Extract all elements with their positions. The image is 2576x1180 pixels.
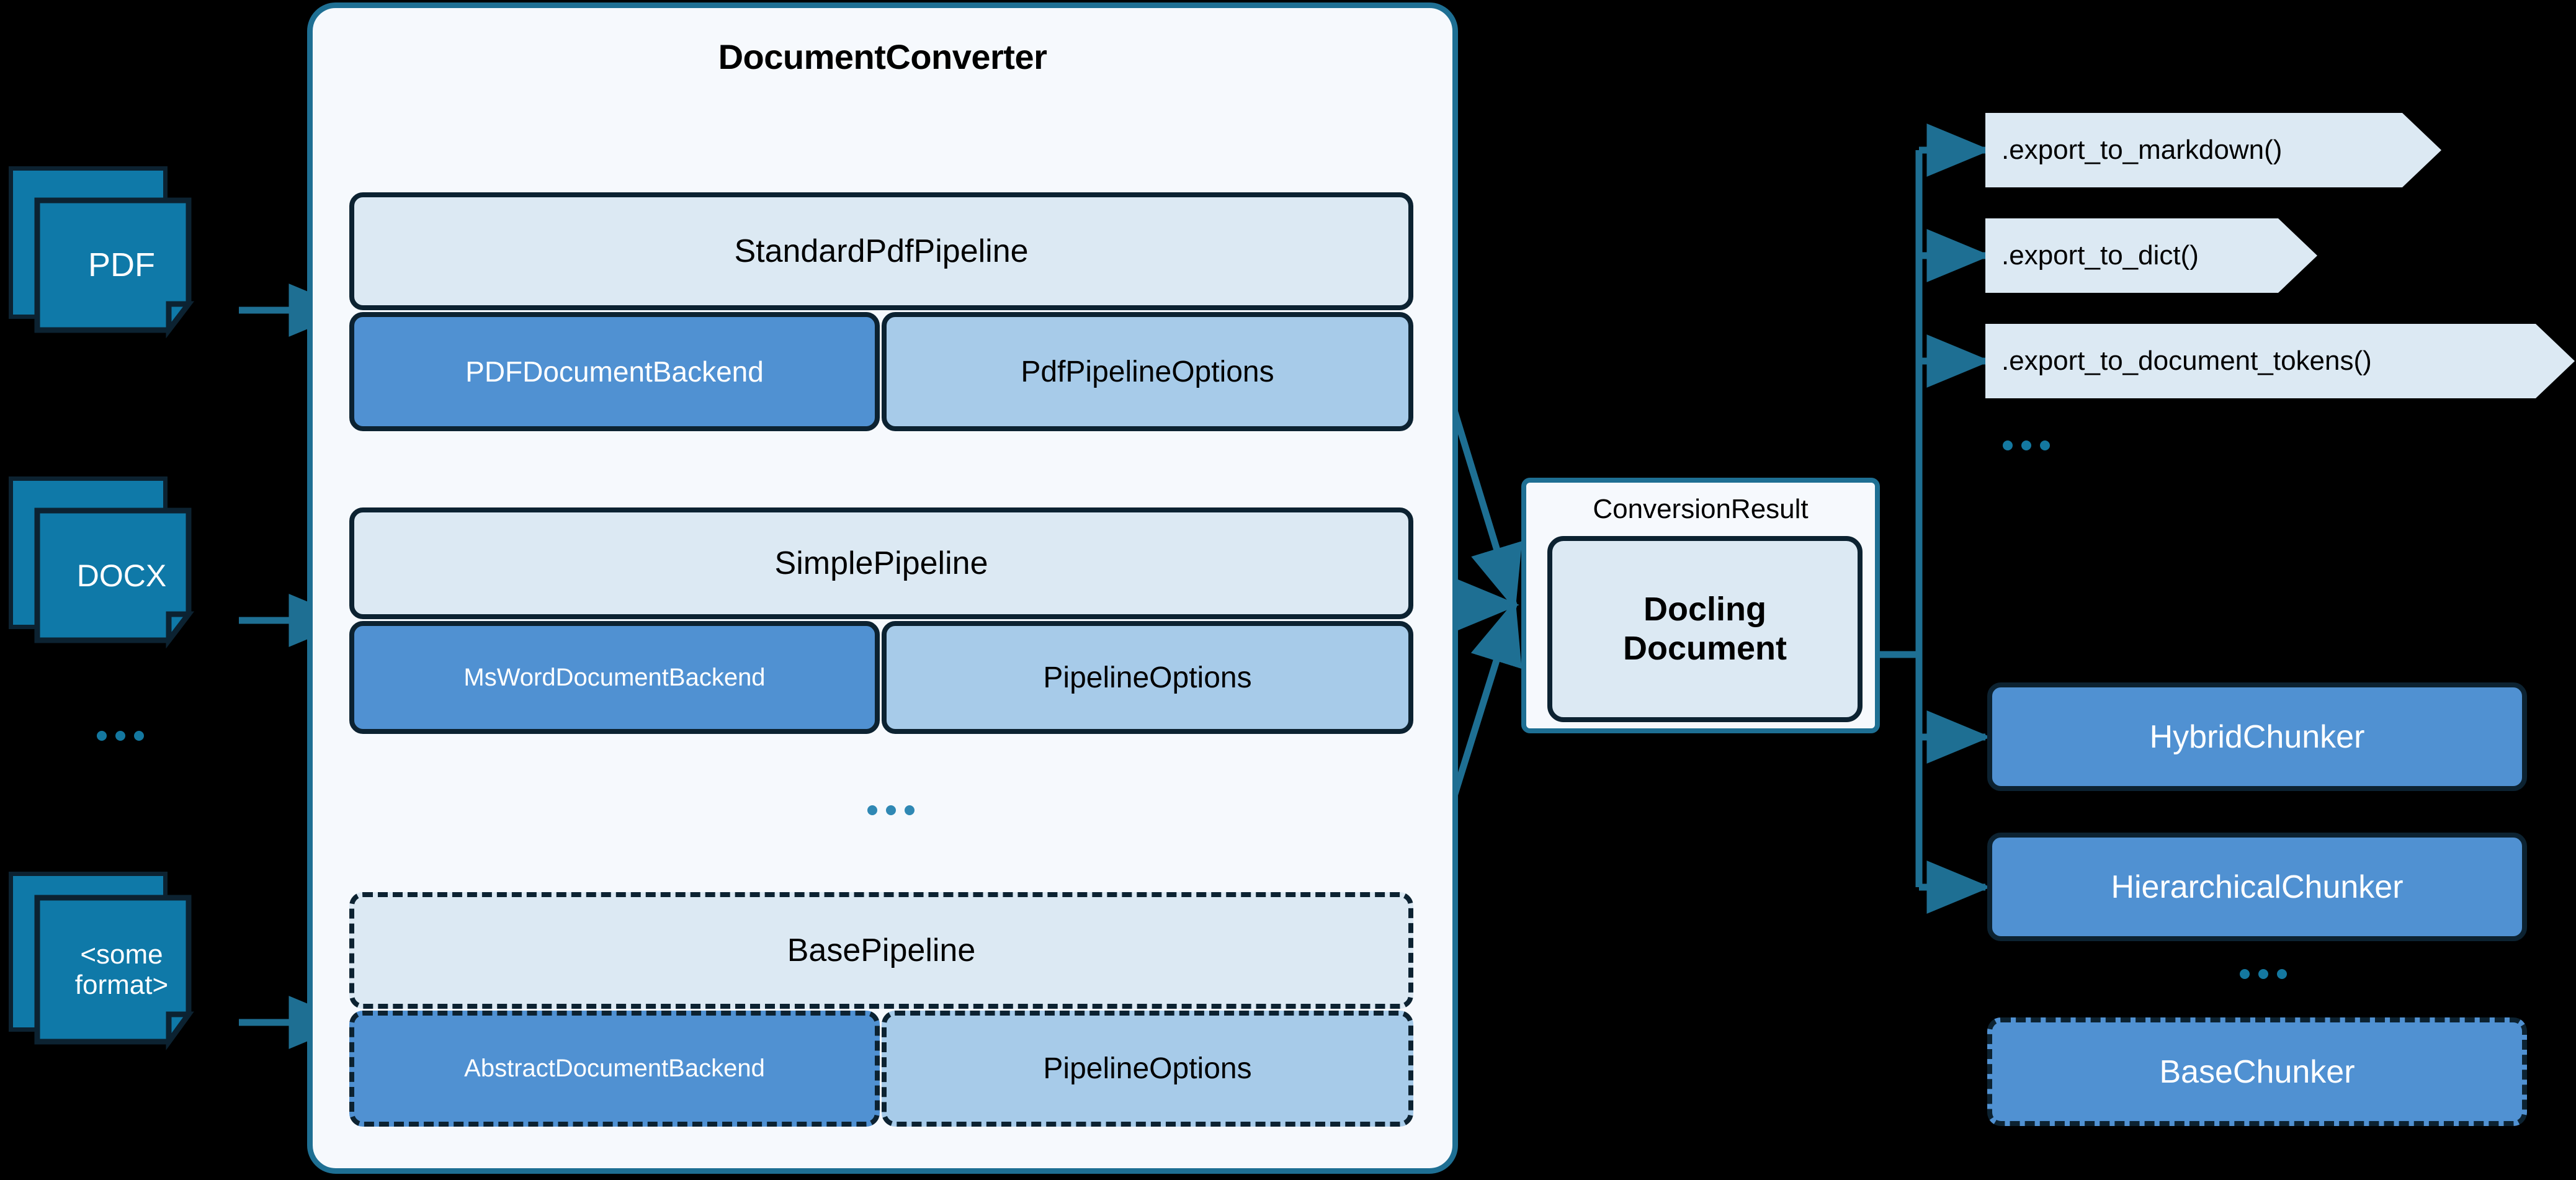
input-list-ellipsis [97,731,144,741]
pipeline-header: SimplePipeline [349,507,1413,619]
export-list-ellipsis [2003,440,2050,450]
pipeline-header: StandardPdfPipeline [349,192,1413,310]
pipeline-backend[interactable]: PDFDocumentBackend [349,312,880,431]
pipeline-standard-pdf[interactable]: StandardPdfPipeline PDFDocumentBackend P… [349,192,1413,431]
input-document-label: DOCX [76,558,167,593]
export-tag-label: .export_to_dict() [2001,240,2199,270]
chunker-hierarchical[interactable]: HierarchicalChunker [1987,833,2527,941]
chunker-hybrid[interactable]: HybridChunker [1987,682,2527,791]
document-front-sheet-icon [34,197,195,339]
input-document-label: PDF [88,246,155,284]
chunker-list-ellipsis [2240,969,2287,979]
input-document-some-format[interactable]: <some format> [9,872,238,1067]
pipeline-base[interactable]: BasePipeline AbstractDocumentBackend Pip… [349,892,1413,1127]
pipeline-options[interactable]: PipelineOptions [882,1011,1413,1127]
document-converter-title: DocumentConverter [718,37,1047,76]
chunker-label: BaseChunker [2159,1053,2355,1090]
pipeline-backend[interactable]: MsWordDocumentBackend [349,621,880,734]
input-document-label: <some format> [74,939,169,1000]
chunker-base[interactable]: BaseChunker [1987,1017,2527,1126]
chunker-label: HybridChunker [2149,718,2365,755]
export-tag-label: .export_to_document_tokens() [2001,346,2372,376]
pipeline-header: BasePipeline [349,892,1413,1009]
pipeline-options[interactable]: PdfPipelineOptions [882,312,1413,431]
document-front-sheet-icon [34,507,195,649]
docling-document-box[interactable]: Docling Document [1547,536,1863,722]
conversion-result-container: ConversionResult Docling Document [1521,478,1880,733]
pipeline-backend[interactable]: AbstractDocumentBackend [349,1011,880,1127]
input-document-docx[interactable]: DOCX [9,476,238,663]
conversion-result-label: ConversionResult [1593,494,1809,524]
pipeline-simple[interactable]: SimplePipeline MsWordDocumentBackend Pip… [349,507,1413,734]
pipeline-options[interactable]: PipelineOptions [882,621,1413,734]
export-tag-dict[interactable]: .export_to_dict() [1985,218,2317,293]
document-front-sheet-icon [34,895,194,1050]
export-tag-document-tokens[interactable]: .export_to_document_tokens() [1985,324,2575,398]
export-tag-markdown[interactable]: .export_to_markdown() [1985,113,2441,187]
input-document-pdf[interactable]: PDF [9,166,238,352]
pipeline-list-ellipsis [867,805,915,815]
chunker-label: HierarchicalChunker [2111,869,2404,905]
export-tag-label: .export_to_markdown() [2001,135,2283,165]
